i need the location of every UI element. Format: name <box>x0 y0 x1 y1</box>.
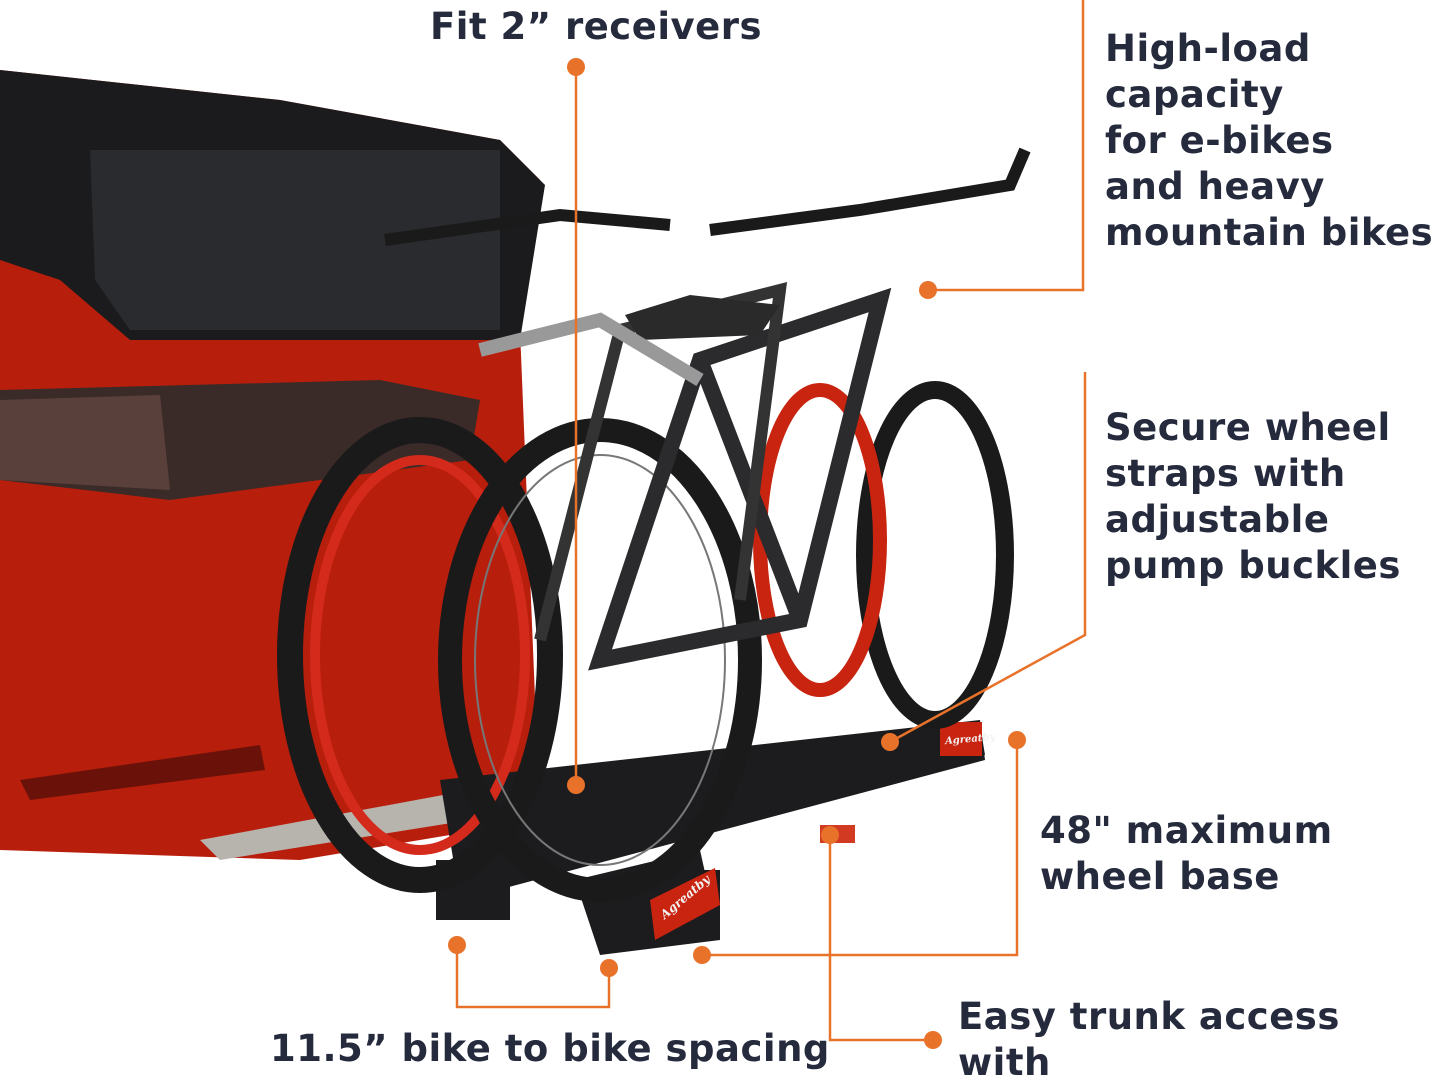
callout-spacing: 11.5” bike to bike spacing <box>270 1027 830 1070</box>
callout-capacity: High-load capacity for e-bikes and heavy… <box>1105 27 1434 254</box>
car-image <box>0 70 545 860</box>
callout-trunk: Easy trunk access with smart foot pedal … <box>958 995 1389 1090</box>
callout-receivers: Fit 2” receivers <box>430 5 763 48</box>
callout-dots <box>448 58 1026 1049</box>
callout-straps: Secure wheel straps with adjustable pump… <box>1105 406 1401 587</box>
callout-wheelbase: 48" maximum wheel base <box>1040 809 1333 898</box>
bicycles-image <box>277 147 1031 902</box>
callout-lines <box>455 0 1087 1042</box>
